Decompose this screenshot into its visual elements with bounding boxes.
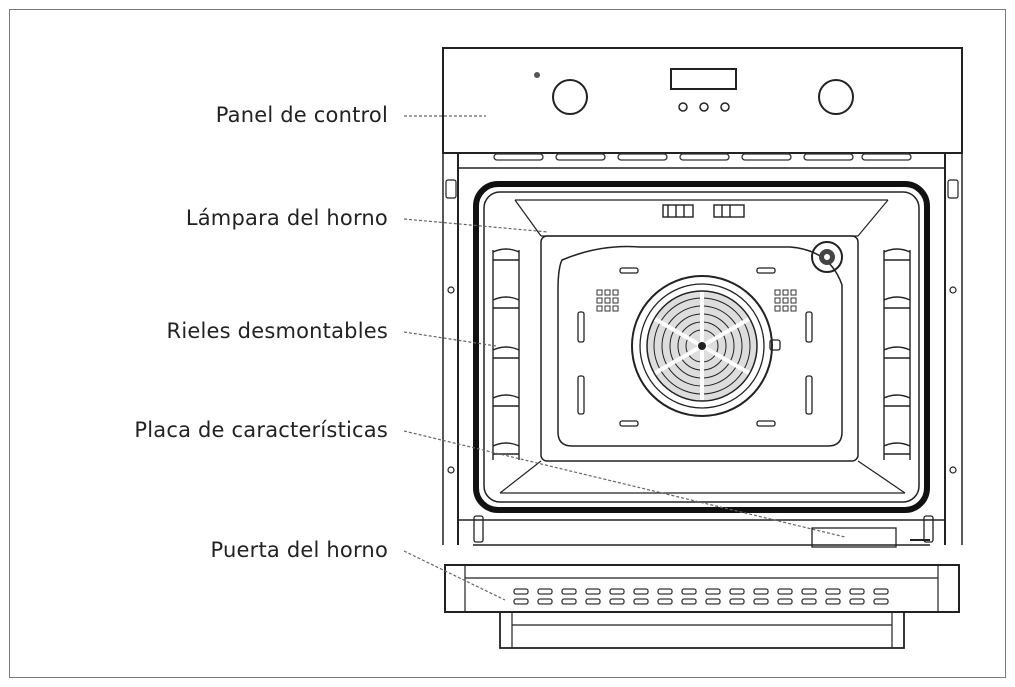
thermostat-icon bbox=[811, 241, 843, 273]
diagram-frame bbox=[9, 9, 1006, 678]
label-oven-lamp: Lámpara del horno bbox=[185, 206, 388, 230]
panel-vents bbox=[493, 153, 912, 161]
leader-oven-lamp bbox=[403, 218, 549, 233]
leader-removable-rails bbox=[403, 331, 497, 347]
control-panel bbox=[442, 47, 963, 154]
back-panel bbox=[540, 235, 859, 462]
leader-lines bbox=[403, 115, 846, 601]
right-knob-icon bbox=[818, 79, 854, 115]
leader-rating-plate bbox=[403, 430, 846, 538]
leader-oven-door bbox=[403, 550, 506, 601]
oven-body bbox=[442, 153, 963, 545]
lower-chassis bbox=[458, 515, 945, 548]
fan-icon bbox=[631, 275, 773, 417]
label-oven-door: Puerta del horno bbox=[210, 538, 388, 562]
left-knob-icon bbox=[552, 79, 588, 115]
rating-plate bbox=[811, 527, 897, 548]
label-removable-rails: Rieles desmontables bbox=[166, 319, 388, 343]
label-rating-plate: Placa de características bbox=[134, 418, 388, 442]
display-icon bbox=[670, 68, 737, 90]
door-handle bbox=[499, 611, 905, 649]
oven-lamp bbox=[662, 204, 745, 218]
oven-door bbox=[444, 564, 960, 649]
removable-rails bbox=[492, 248, 911, 460]
label-control-panel: Panel de control bbox=[215, 103, 388, 127]
door-vents bbox=[513, 588, 889, 605]
